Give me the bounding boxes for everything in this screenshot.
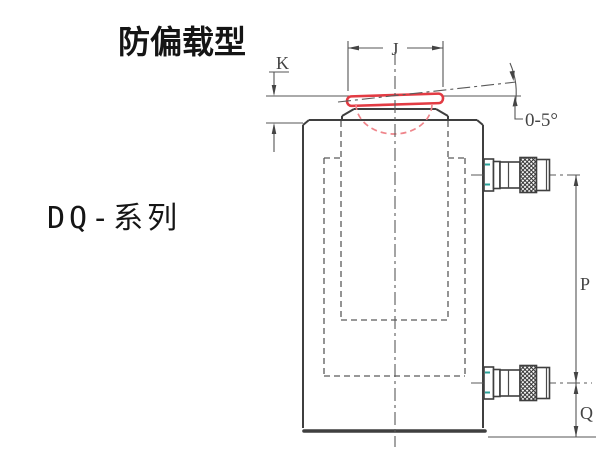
dim-j-label: J (391, 39, 398, 59)
plunger-hidden-lines (340, 121, 449, 320)
body-outline (302, 119, 484, 428)
dimension-j: J (347, 39, 444, 91)
coupler-bottom-barrel (499, 369, 521, 397)
type-title: 防偏载型 (118, 24, 246, 60)
coupler-bottom-end-cap (535, 366, 551, 400)
bore-hidden-lines (323, 158, 466, 376)
coupler-top-end-cap (535, 158, 551, 192)
dim-k-arrow-top (271, 85, 277, 96)
angle-arrow-top (509, 70, 515, 81)
dim-j-extension-lines (347, 41, 444, 91)
coupler-bottom-collar (492, 368, 501, 398)
angle-arrow-bottom (512, 96, 518, 107)
dimension-q: Q (488, 383, 596, 438)
dim-k-arrow-bottom (271, 123, 277, 134)
dim-j-arrow-right (432, 45, 443, 51)
coupler-bottom-port-marks (485, 371, 490, 394)
dim-q-label: Q (580, 403, 593, 423)
tilt-angle-line (337, 81, 517, 103)
cylinder-body (302, 119, 487, 433)
dim-p-arrow-top (573, 175, 579, 186)
coupler-top-collar (492, 160, 501, 190)
coupler-top (471, 156, 584, 194)
coupler-top-port-marks (485, 163, 490, 186)
coupler-top-knurled-nut (519, 156, 538, 194)
dim-p-arrow-bottom (573, 372, 579, 383)
coupler-bottom (471, 364, 592, 402)
angle-leader (514, 105, 523, 120)
dim-p-label: P (580, 274, 590, 294)
coupler-bottom-knurled-nut (519, 364, 538, 402)
dim-k-label: K (276, 53, 289, 73)
series-title: DQ-系列 (47, 201, 181, 236)
dim-q-arrow-bottom (573, 426, 579, 437)
dim-j-arrow-left (348, 45, 359, 51)
angle-label: 0-5° (525, 110, 558, 131)
dimension-k: K (266, 53, 303, 152)
coupler-top-barrel (499, 161, 521, 189)
dimension-p: P (573, 175, 590, 383)
spherical-seat-arc (355, 103, 433, 135)
dim-q-arrow-top (573, 383, 579, 394)
dimension-angle: 0-5° (509, 62, 558, 131)
